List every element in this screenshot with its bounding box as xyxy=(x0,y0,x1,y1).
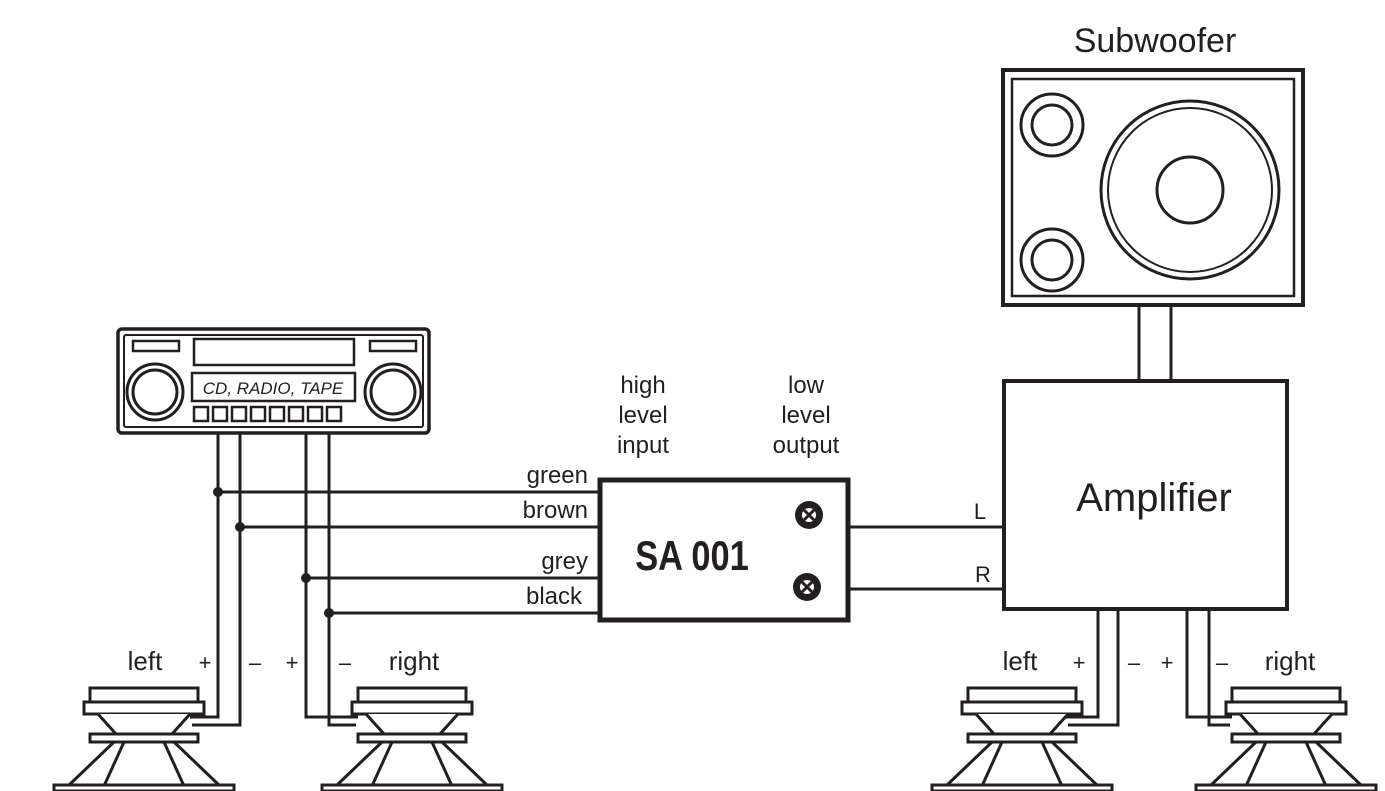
polarity-minus-hu-left: – xyxy=(249,650,262,675)
input-heading-line2: level xyxy=(618,402,667,429)
speaker-head-unit-left xyxy=(52,686,236,791)
amp-input-r-label: R xyxy=(975,562,991,587)
tap-wires xyxy=(218,490,600,615)
polarity-minus-amp-right: – xyxy=(1216,650,1229,675)
speaker-amp-left xyxy=(930,686,1114,791)
wire-label-brown: brown xyxy=(523,497,588,524)
output-heading-line3: output xyxy=(773,432,840,459)
head-unit xyxy=(116,327,431,435)
junction-dots xyxy=(213,487,334,618)
polarity-plus-amp-right: + xyxy=(1161,650,1174,675)
output-jack-l-icon xyxy=(795,501,823,529)
speaker-head-unit-right xyxy=(320,686,504,791)
head-unit-display: CD, RADIO, TAPE xyxy=(203,379,344,398)
subwoofer-box xyxy=(1001,68,1305,307)
low-level-cables xyxy=(848,525,1004,591)
amp-input-l-label: L xyxy=(974,499,986,524)
polarity-plus-hu-left: + xyxy=(199,650,212,675)
subwoofer-cable xyxy=(1137,305,1173,381)
amplifier-label: Amplifier xyxy=(1076,476,1232,520)
output-heading-line1: low xyxy=(788,372,825,399)
polarity-minus-amp-left: – xyxy=(1128,650,1141,675)
amp-speaker-label-right: right xyxy=(1265,646,1316,676)
amplifier-box xyxy=(1002,379,1289,611)
input-heading-line1: high xyxy=(620,372,665,399)
converter-label: SA 001 xyxy=(635,533,749,580)
subwoofer-label: Subwoofer xyxy=(1074,22,1237,60)
wire-label-green: green xyxy=(527,462,588,489)
polarity-plus-hu-right: + xyxy=(286,650,299,675)
speaker-label-right: right xyxy=(389,646,440,676)
polarity-plus-amp-left: + xyxy=(1073,650,1086,675)
output-heading-line2: level xyxy=(781,402,830,429)
input-heading-line3: input xyxy=(617,432,669,459)
amp-speaker-wires xyxy=(1066,609,1232,727)
polarity-minus-hu-right: – xyxy=(339,650,352,675)
output-jack-r-icon xyxy=(793,573,821,601)
speaker-amp-right xyxy=(1194,686,1378,791)
amp-speaker-label-left: left xyxy=(1003,646,1038,676)
speaker-label-left: left xyxy=(128,646,163,676)
wire-label-black: black xyxy=(526,583,583,610)
wire-label-grey: grey xyxy=(541,548,588,575)
